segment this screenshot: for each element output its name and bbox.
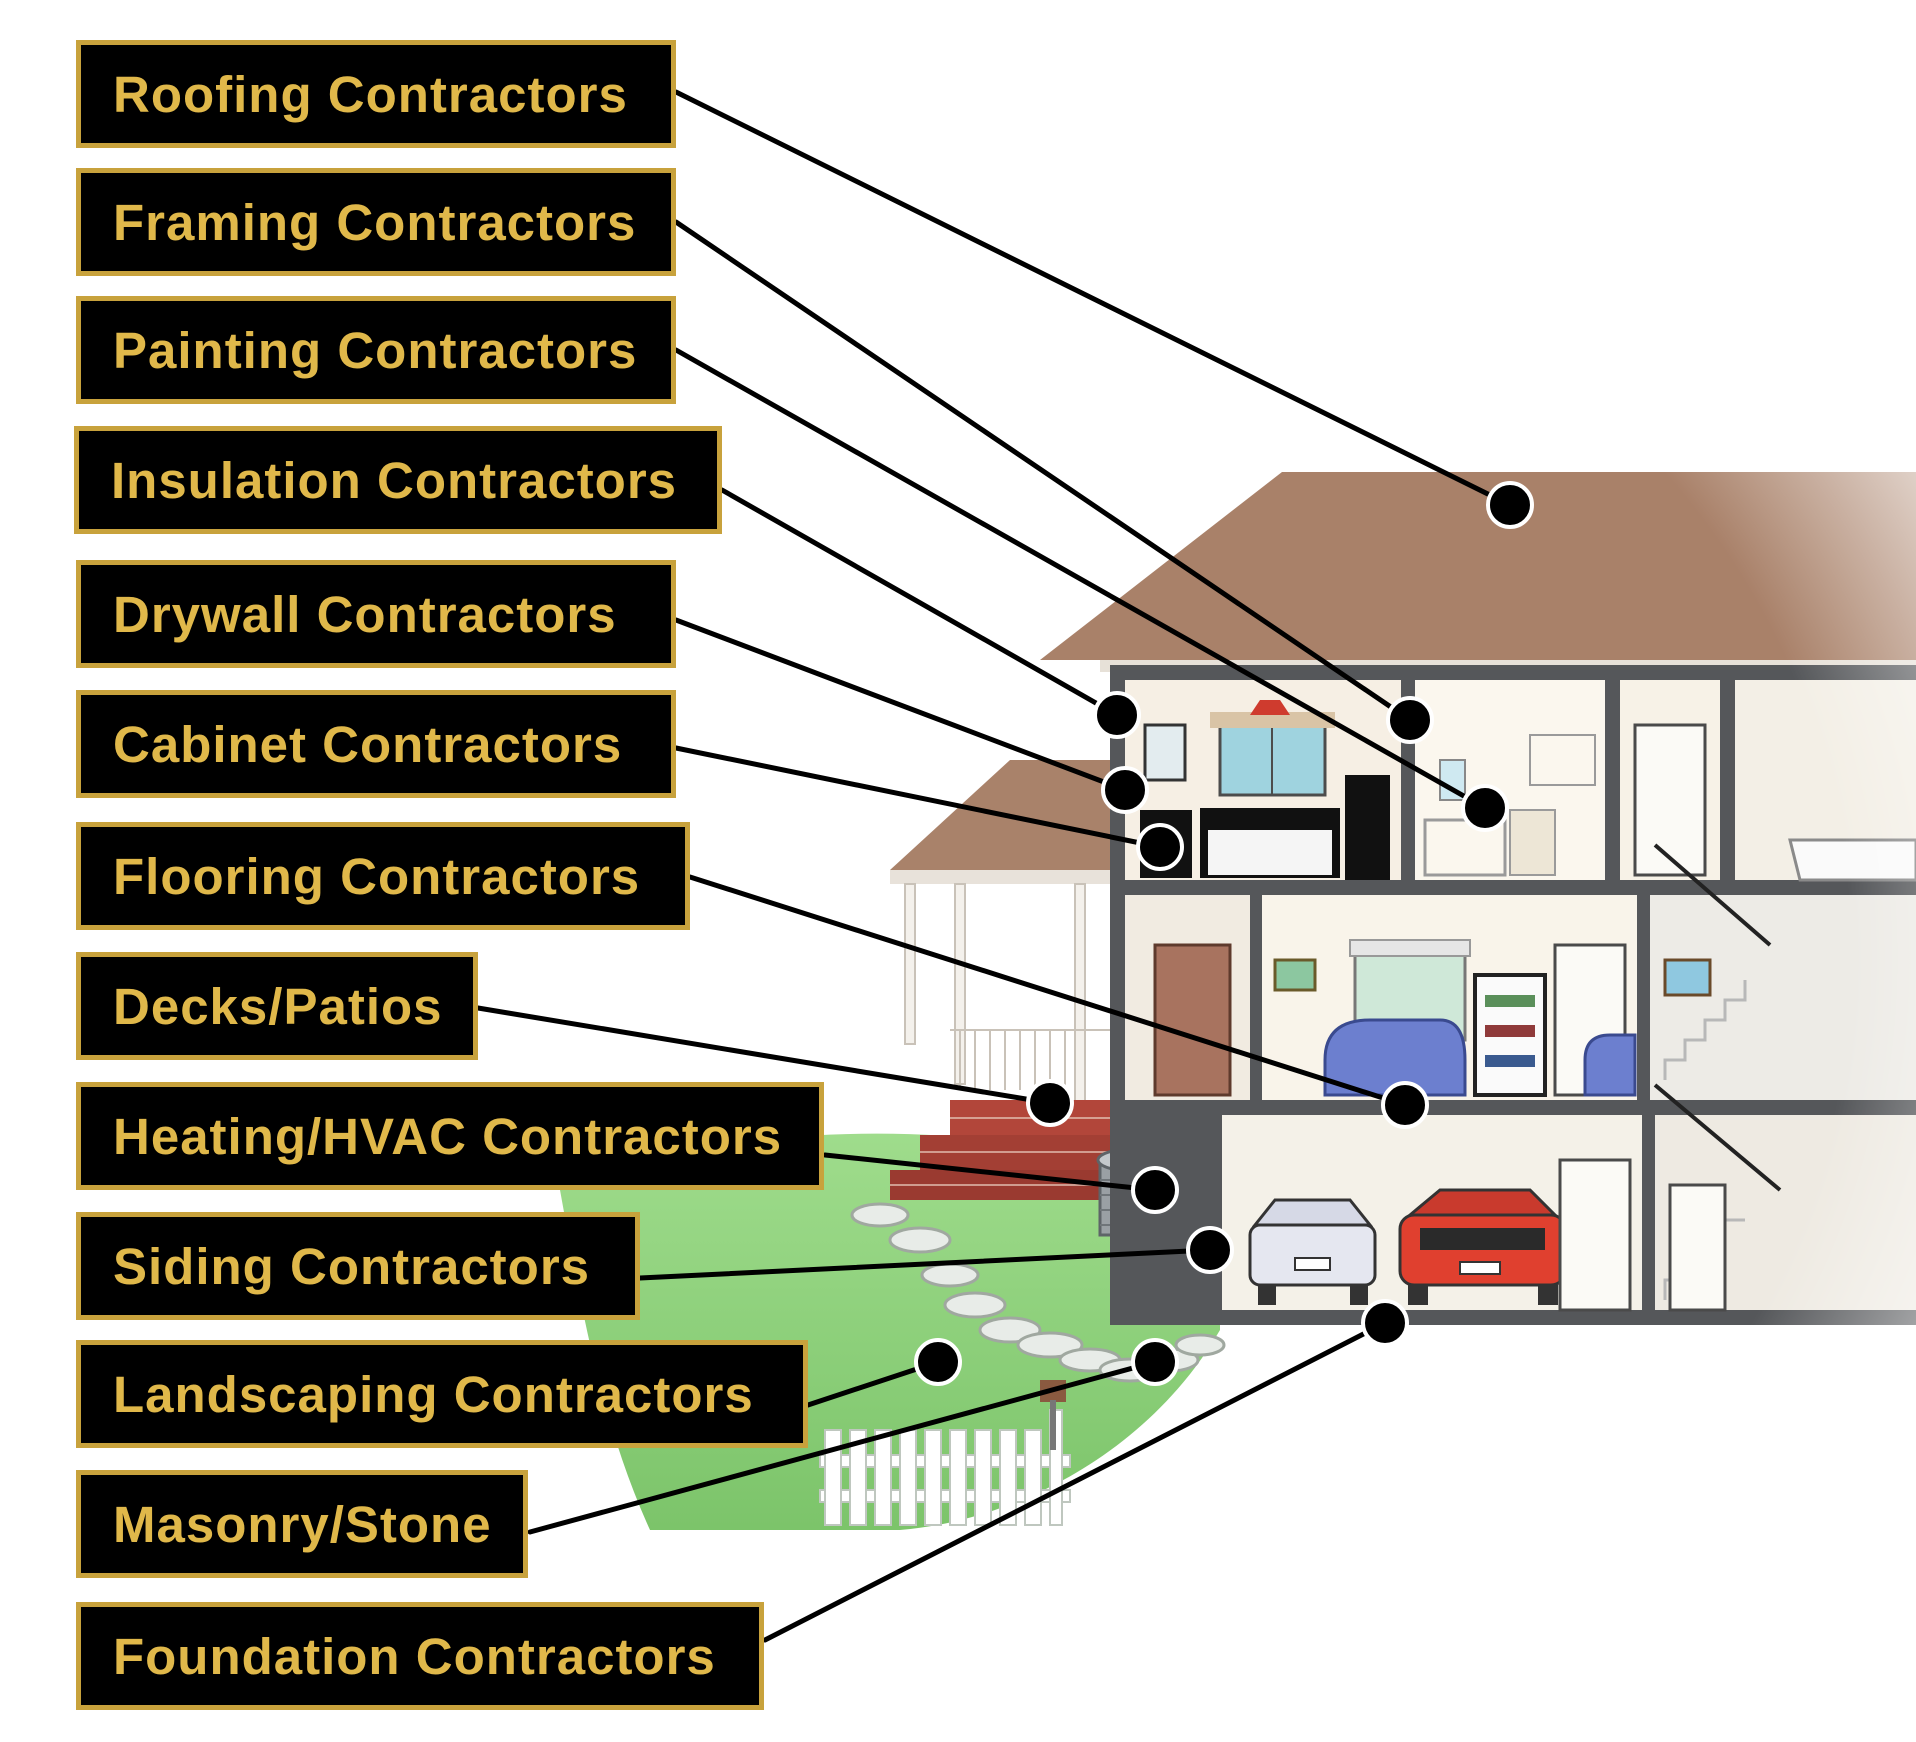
label-text: Siding Contractors	[113, 1237, 591, 1295]
label-flooring-contractors: Flooring Contractors	[76, 822, 690, 930]
callout-dots	[914, 481, 1534, 1386]
main-roof	[1040, 472, 1916, 660]
nursery	[1423, 734, 1596, 877]
leader-drywall	[673, 617, 1128, 793]
dot-decks	[1026, 1079, 1074, 1127]
dot-flooring	[1381, 1081, 1429, 1129]
dot-masonry	[1131, 1338, 1179, 1386]
leader-flooring	[687, 874, 1408, 1108]
label-heating-hvac-contractors: Heating/HVAC Contractors	[76, 1082, 824, 1190]
leader-decks	[475, 1005, 1053, 1106]
label-text: Drywall Contractors	[113, 585, 617, 643]
label-text: Decks/Patios	[113, 977, 443, 1035]
label-painting-contractors: Painting Contractors	[76, 296, 676, 404]
label-siding-contractors: Siding Contractors	[76, 1212, 640, 1320]
dot-roofing	[1486, 481, 1534, 529]
leader-framing	[673, 219, 1413, 723]
basement-door	[1668, 1183, 1727, 1312]
label-text: Foundation Contractors	[113, 1627, 716, 1685]
red-car	[1398, 1188, 1567, 1305]
living-room	[1153, 939, 1637, 1097]
dot-insulation	[1093, 691, 1141, 739]
label-text: Flooring Contractors	[113, 847, 641, 905]
bathtub	[1788, 838, 1916, 882]
dot-framing	[1386, 696, 1434, 744]
dot-landscaping	[914, 1338, 962, 1386]
label-framing-contractors: Framing Contractors	[76, 168, 676, 276]
label-insulation-contractors: Insulation Contractors	[74, 426, 722, 534]
dot-siding	[1186, 1226, 1234, 1274]
leader-masonry	[527, 1359, 1158, 1535]
label-text: Roofing Contractors	[113, 65, 628, 123]
label-drywall-contractors: Drywall Contractors	[76, 560, 676, 668]
label-cabinet-contractors: Cabinet Contractors	[76, 690, 676, 798]
label-text: Insulation Contractors	[111, 451, 678, 509]
label-text: Painting Contractors	[113, 321, 638, 379]
label-landscaping-contractors: Landscaping Contractors	[76, 1340, 808, 1448]
dot-cabinet	[1136, 823, 1184, 871]
dot-drywall	[1101, 766, 1149, 814]
wall-picture	[1663, 958, 1712, 997]
leader-roofing	[673, 89, 1513, 508]
upstairs-door	[1633, 723, 1707, 877]
porch	[890, 760, 1130, 1105]
label-text: Framing Contractors	[113, 193, 637, 251]
leader-siding	[637, 1247, 1213, 1281]
label-masonry-stone: Masonry/Stone	[76, 1470, 528, 1578]
bedroom	[1140, 700, 1390, 880]
dot-foundation	[1361, 1299, 1409, 1347]
leader-painting	[673, 347, 1488, 811]
label-foundation-contractors: Foundation Contractors	[76, 1602, 764, 1710]
label-decks-patios: Decks/Patios	[76, 952, 478, 1060]
stone-walkway	[850, 1202, 1226, 1383]
silver-car	[1248, 1198, 1377, 1305]
leader-insulation	[719, 487, 1120, 718]
label-text: Cabinet Contractors	[113, 715, 623, 773]
label-text: Masonry/Stone	[113, 1495, 492, 1553]
label-text: Landscaping Contractors	[113, 1365, 754, 1423]
label-text: Heating/HVAC Contractors	[113, 1107, 783, 1165]
dot-painting	[1461, 784, 1509, 832]
garage-door	[1558, 1158, 1632, 1312]
leader-hvac	[822, 1152, 1158, 1193]
label-roofing-contractors: Roofing Contractors	[76, 40, 676, 148]
leader-foundation	[762, 1320, 1388, 1643]
leader-cabinet	[673, 745, 1163, 850]
dot-hvac	[1131, 1166, 1179, 1214]
